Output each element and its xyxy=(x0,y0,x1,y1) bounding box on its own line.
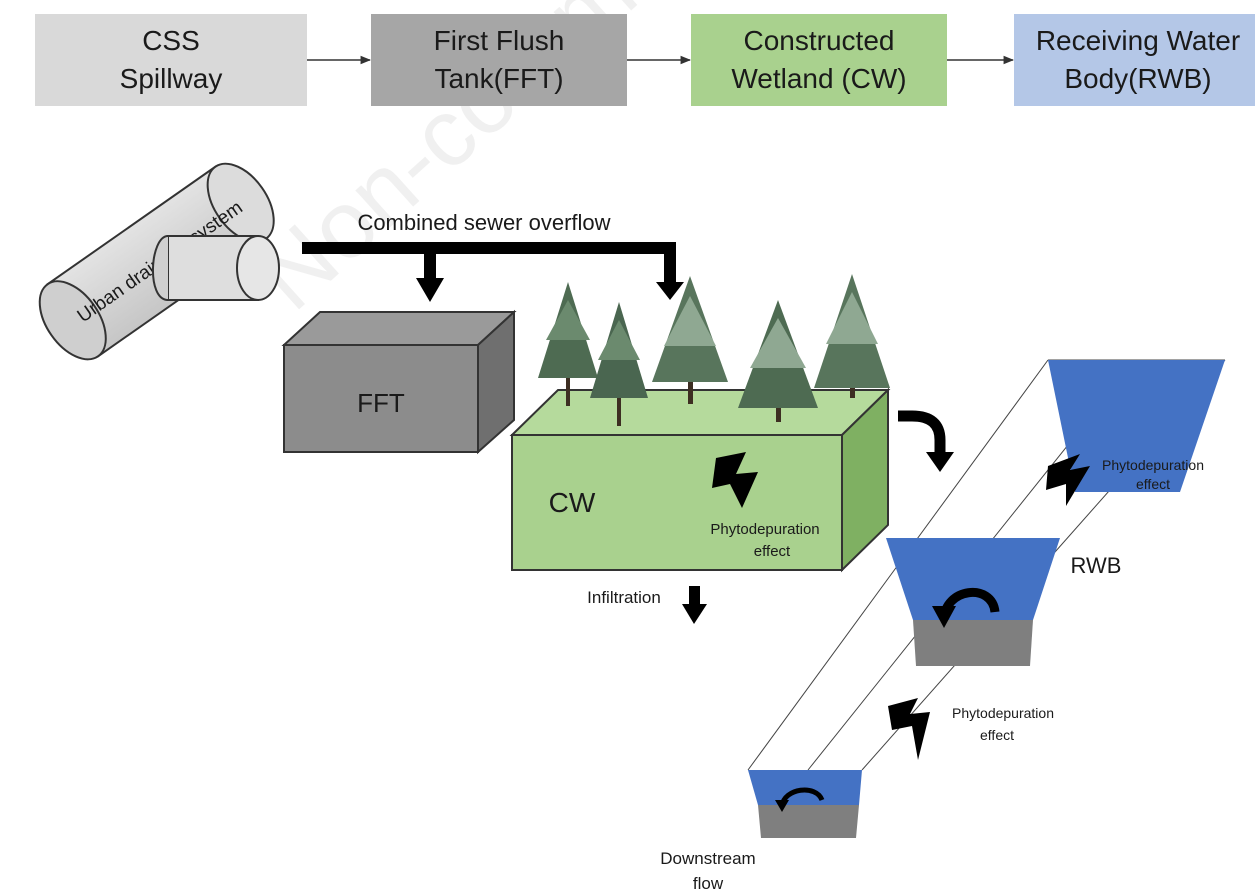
rwb-water-middle xyxy=(886,538,1060,620)
rwb-effect-top-line2: effect xyxy=(1136,476,1170,492)
fft-tank: FFT xyxy=(281,309,517,455)
flow-box-receiving-water-body: Receiving Water Body(RWB) xyxy=(1014,14,1255,106)
urban-drainage-pipe: Urban drainage system xyxy=(38,162,280,361)
cw-effect-line1: Phytodepuration xyxy=(710,521,819,538)
rwb-sediment-middle xyxy=(913,620,1033,666)
flow-box-first-flush-tank-bg xyxy=(371,14,627,106)
flow-box-receiving-water-body-line1: Receiving Water xyxy=(1036,25,1240,56)
rwb-effect-bottom-line1: Phytodepuration xyxy=(952,705,1054,721)
flow-box-css-spillway: CSS Spillway xyxy=(35,14,307,106)
tree-icon xyxy=(814,274,890,398)
combined-sewer-overflow-arrow xyxy=(302,242,684,302)
flow-box-receiving-water-body-bg xyxy=(1014,14,1255,106)
cw-lightning-icon xyxy=(712,452,758,508)
rwb-bottom-lightning-icon xyxy=(888,698,930,760)
rwb-top-lightning-icon xyxy=(1046,454,1090,506)
downstream-label-line1: Downstream xyxy=(660,849,755,868)
tree-icon xyxy=(590,302,648,426)
overflow-arrowhead-cw xyxy=(656,282,684,300)
flow-box-constructed-wetland-bg xyxy=(691,14,947,106)
downstream-label-line2: flow xyxy=(693,874,724,893)
fft-label: FFT xyxy=(357,388,405,418)
flow-box-constructed-wetland: Constructed Wetland (CW) xyxy=(691,14,947,106)
rwb-section-downstream xyxy=(748,770,862,838)
rwb-label: RWB xyxy=(1071,553,1122,578)
rwb-water-upstream xyxy=(1048,360,1225,492)
overflow-arrowhead-fft xyxy=(416,278,444,302)
flow-box-constructed-wetland-line2: Wetland (CW) xyxy=(731,63,906,94)
flow-box-first-flush-tank: First Flush Tank(FFT) xyxy=(371,14,627,106)
rwb-bottom-effect: Phytodepuration effect xyxy=(888,698,1054,760)
cw-front xyxy=(511,434,843,571)
flow-box-constructed-wetland-line1: Constructed xyxy=(744,25,895,56)
combined-sewer-overflow-label: Combined sewer overflow xyxy=(357,210,610,235)
wetland-trees xyxy=(538,274,890,426)
tree-icon xyxy=(738,300,818,422)
rwb-section-middle: RWB xyxy=(886,538,1121,666)
flow-box-css-spillway-line1: CSS xyxy=(142,25,200,56)
rwb-sediment-downstream xyxy=(758,805,859,838)
flow-chart: CSS Spillway First Flush Tank(FFT) Const… xyxy=(35,14,1255,106)
cw-outflow-arrow xyxy=(898,410,954,472)
cw-label: CW xyxy=(549,487,596,518)
rwb-effect-top-line1: Phytodepuration xyxy=(1102,457,1204,473)
infiltration-arrow-icon xyxy=(682,586,707,624)
pipe-branch-outlet xyxy=(236,235,280,301)
rwb-effect-bottom-line2: effect xyxy=(980,727,1014,743)
fft-tank-top xyxy=(281,311,517,346)
fft-tank-front xyxy=(283,344,479,453)
pipe-end-left xyxy=(38,280,107,361)
flow-box-first-flush-tank-line1: First Flush xyxy=(434,25,565,56)
flow-box-css-spillway-line2: Spillway xyxy=(120,63,223,94)
tree-icon xyxy=(538,282,598,406)
cw-effect-line2: effect xyxy=(754,543,791,560)
tree-icon xyxy=(652,276,728,404)
infiltration-label: Infiltration xyxy=(587,588,661,607)
flow-box-css-spillway-bg xyxy=(35,14,307,106)
flow-box-receiving-water-body-line2: Body(RWB) xyxy=(1064,63,1211,94)
pipe-branch xyxy=(151,235,280,301)
constructed-wetland: CW Phytodepuration effect xyxy=(509,387,891,573)
flow-box-first-flush-tank-line2: Tank(FFT) xyxy=(434,63,563,94)
rwb-section-upstream: Phytodepuration effect xyxy=(1046,360,1225,506)
